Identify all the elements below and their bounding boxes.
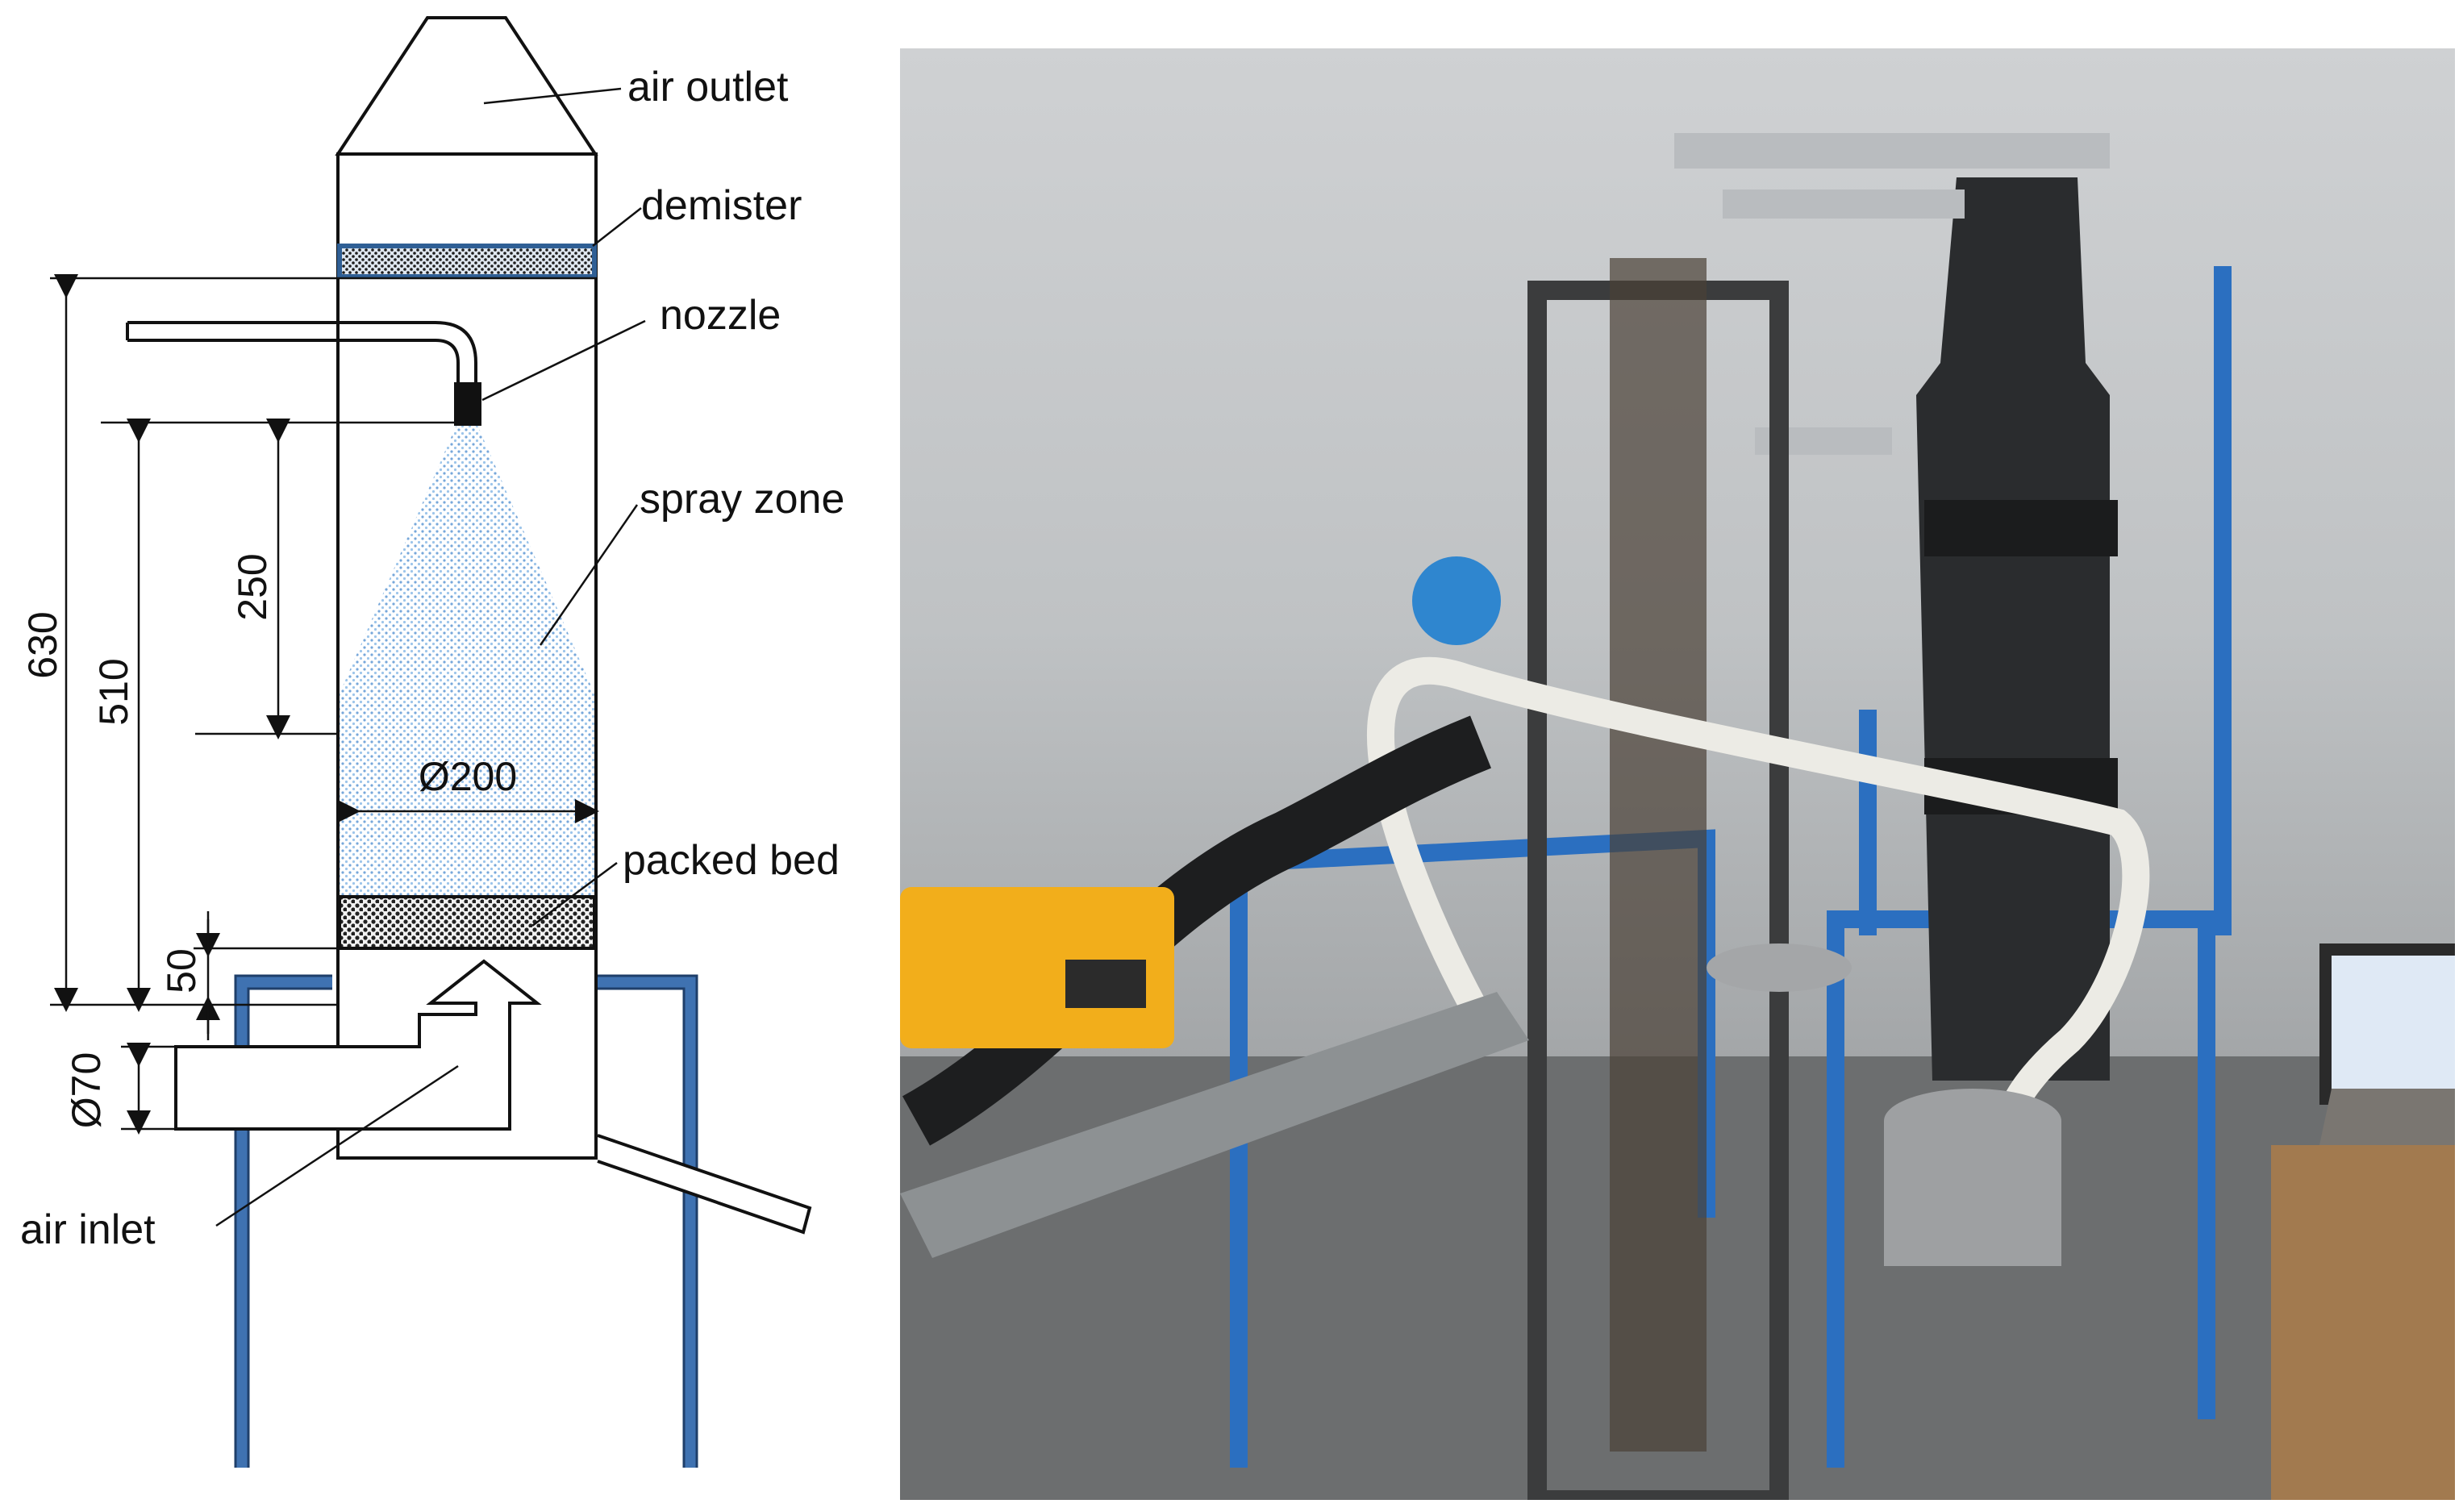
label-air-inlet: air inlet (20, 1206, 156, 1253)
label-air-outlet: air outlet (627, 64, 789, 110)
spray-cone (340, 419, 594, 897)
inlet-duct (174, 959, 542, 1131)
photo-column (1916, 177, 2110, 1081)
dim-630: 630 (20, 611, 65, 678)
dimension-lines (50, 274, 599, 1135)
dim-70: Ø70 (64, 1052, 109, 1129)
leader-lines (215, 87, 646, 1227)
label-demister: demister (641, 182, 802, 229)
rig-photo (900, 48, 2455, 1500)
label-nozzle: nozzle (660, 292, 781, 339)
dim-250: 250 (230, 553, 275, 620)
dim-510: 510 (91, 658, 136, 725)
demister-layer (337, 244, 597, 279)
drain-pipe (597, 1134, 812, 1235)
label-spray-zone: spray zone (640, 476, 844, 523)
column-schematic: air outlet demister nozzle spray zone pa… (20, 16, 844, 1468)
dim-200: Ø200 (419, 754, 517, 799)
dim-50: 50 (159, 948, 204, 993)
photo-transmitter (1412, 556, 1501, 645)
photo-hose (1367, 656, 2150, 1166)
nozzle-pipe (126, 321, 477, 384)
outlet-cone (335, 16, 598, 156)
support-stand (236, 977, 696, 1468)
packed-bed-layer (338, 895, 596, 950)
label-packed-bed: packed bed (623, 837, 840, 884)
nozzle-tip (454, 382, 481, 426)
